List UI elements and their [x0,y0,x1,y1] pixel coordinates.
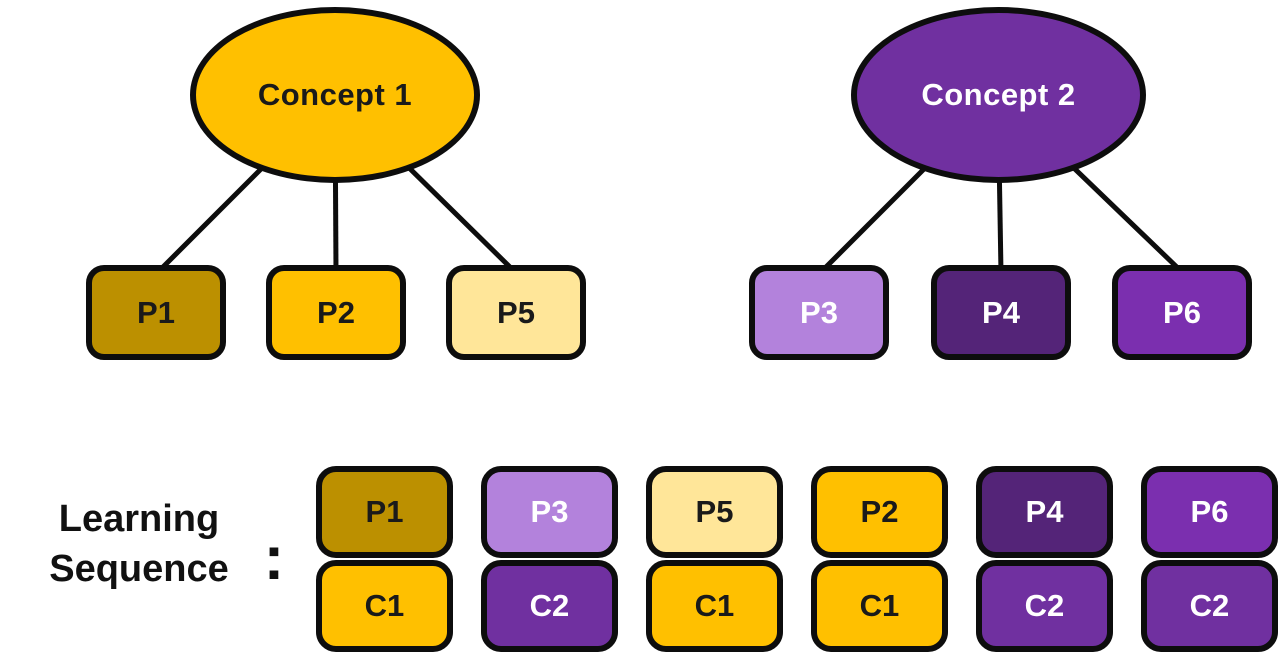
sequence-pair-1-concept: C1 [316,560,453,652]
tree-box-p6: P6 [1112,265,1252,360]
sequence-pair-6-concept: C2 [1141,560,1278,652]
sequence-pair-3: P5 C1 [646,466,783,652]
learning-sequence-title-line2: Sequence [49,548,229,591]
sequence-pair-2: P3 C2 [481,466,618,652]
sequence-pair-2-problem-label: P3 [530,494,569,529]
sequence-pair-5: P4 C2 [976,466,1113,652]
tree-box-p4: P4 [931,265,1071,360]
sequence-pair-1-concept-label: C1 [364,588,405,623]
tree-box-p5-label: P5 [497,294,535,330]
sequence-pair-6-problem-label: P6 [1190,494,1229,529]
sequence-pair-6-concept-label: C2 [1189,588,1230,623]
learning-sequence-title: Learning Sequence [18,494,260,594]
sequence-pair-2-concept-label: C2 [529,588,570,623]
learning-sequence-title-line1: Learning [58,498,220,540]
sequence-pair-5-problem: P4 [976,466,1113,558]
sequence-pair-5-concept-label: C2 [1024,588,1065,623]
tree-box-p1-label: P1 [137,294,175,330]
sequence-pair-5-problem-label: P4 [1025,494,1064,529]
sequence-pair-2-concept: C2 [481,560,618,652]
sequence-pair-3-concept-label: C1 [694,588,735,623]
sequence-pair-3-concept: C1 [646,560,783,652]
tree-box-p4-label: P4 [982,294,1020,330]
learning-sequence-colon: : [263,523,285,593]
sequence-pair-1: P1 C1 [316,466,453,652]
concept1-ellipse: Concept 1 [190,7,480,183]
concept2-label: Concept 2 [921,77,1076,112]
sequence-pair-3-problem-label: P5 [695,494,734,529]
sequence-pair-4-concept-label: C1 [859,588,900,623]
concept2-ellipse: Concept 2 [851,7,1146,183]
sequence-pair-1-problem-label: P1 [365,494,404,529]
tree-box-p2-label: P2 [317,294,355,330]
sequence-pair-3-problem: P5 [646,466,783,558]
sequence-pair-6: P6 C2 [1141,466,1278,652]
tree-box-p2: P2 [266,265,406,360]
tree-box-p1: P1 [86,265,226,360]
sequence-pair-5-concept: C2 [976,560,1113,652]
tree-box-p5: P5 [446,265,586,360]
sequence-pair-4-problem: P2 [811,466,948,558]
sequence-pair-4: P2 C1 [811,466,948,652]
sequence-pair-6-problem: P6 [1141,466,1278,558]
concept1-label: Concept 1 [257,77,413,112]
sequence-pair-4-concept: C1 [811,560,948,652]
sequence-pair-2-problem: P3 [481,466,618,558]
tree-box-p3-label: P3 [800,294,838,330]
sequence-pair-4-problem-label: P2 [860,494,899,529]
sequence-pair-1-problem: P1 [316,466,453,558]
tree-box-p6-label: P6 [1163,294,1201,330]
tree-box-p3: P3 [749,265,889,360]
